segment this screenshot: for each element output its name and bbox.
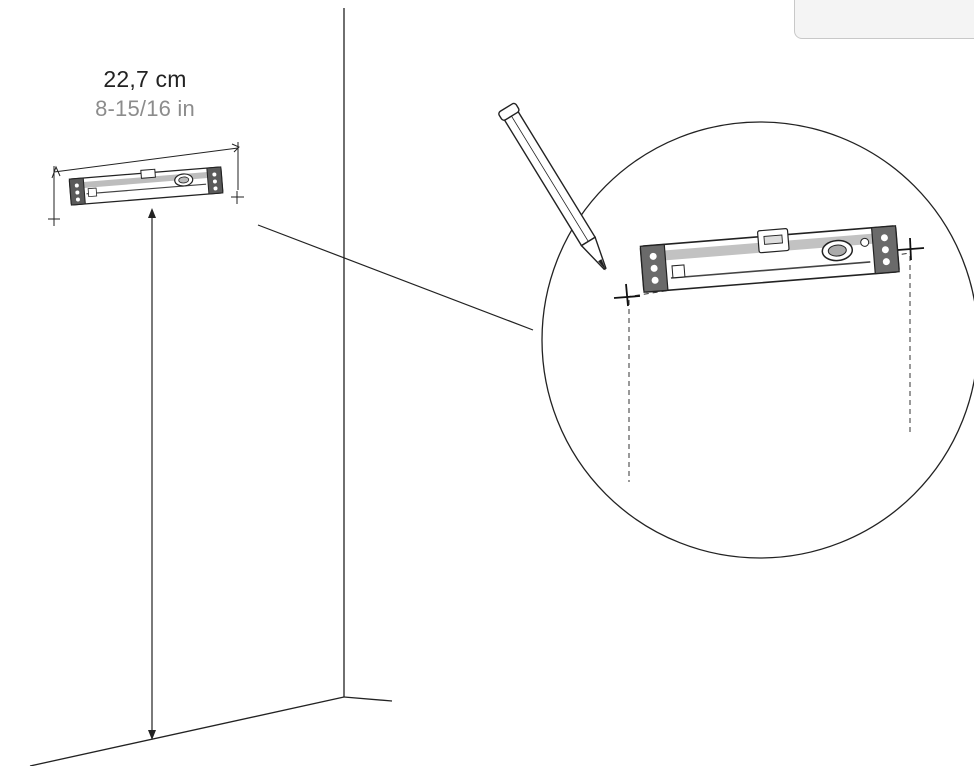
height-dimension-arrow <box>148 208 156 740</box>
spirit-level-small <box>68 166 224 206</box>
floor-line-right <box>343 696 393 702</box>
spirit-level-large <box>639 225 900 293</box>
width-metric-label: 22,7 cm <box>103 66 187 92</box>
corner-panel <box>794 0 974 39</box>
zoom-detail-circle <box>541 121 974 559</box>
small-mark-crosses <box>48 191 244 226</box>
level-width-dimension <box>51 142 240 214</box>
pencil-icon <box>498 102 607 271</box>
pencil-mark-crosses <box>613 237 925 307</box>
floor-line-left <box>29 696 345 766</box>
callout-connector-line <box>257 224 534 331</box>
wall-outline <box>29 8 393 766</box>
width-imperial-label: 8-15/16 in <box>95 96 195 121</box>
